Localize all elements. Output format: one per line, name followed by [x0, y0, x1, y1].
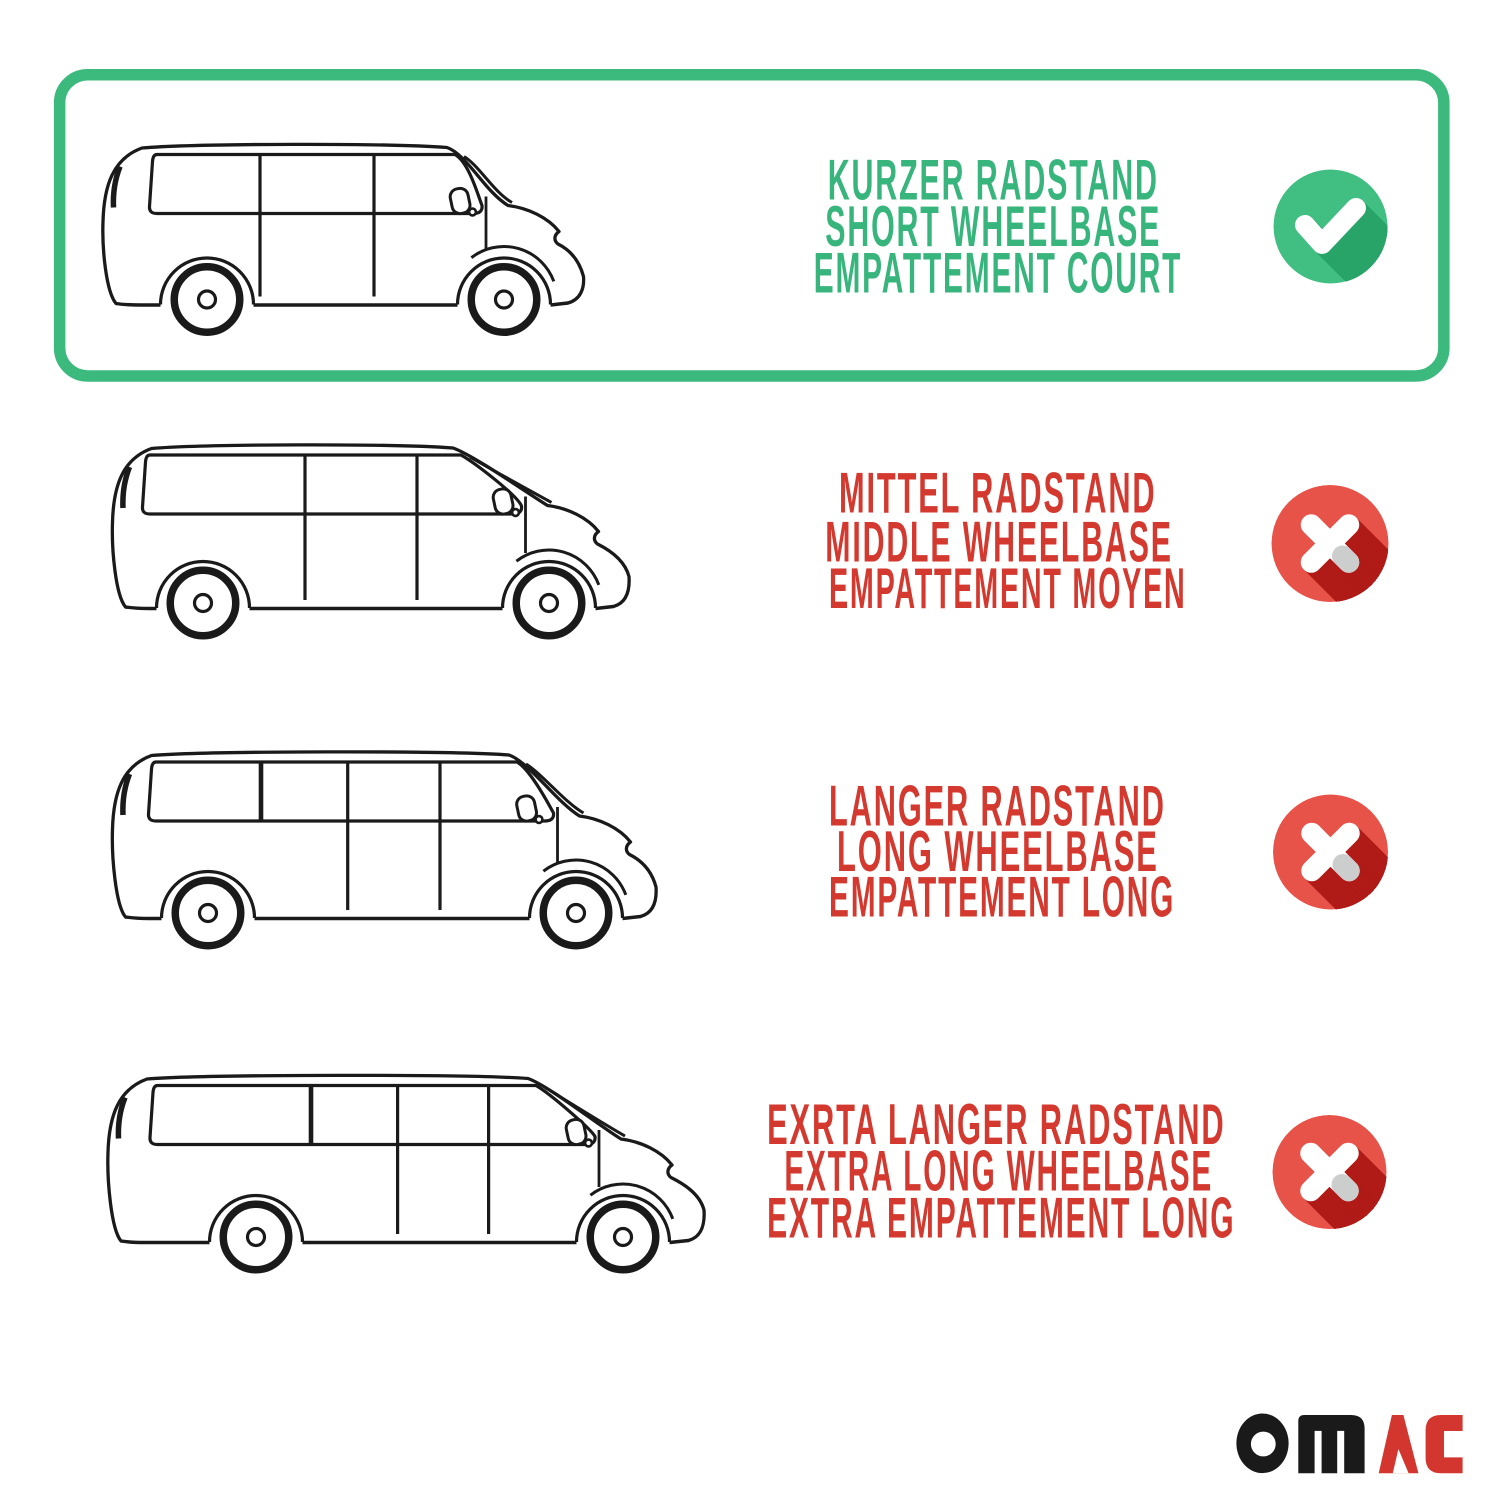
- svg-text:MIDDLE WHEELBASE: MIDDLE WHEELBASE: [825, 510, 1173, 574]
- svg-text:LONG WHEELBASE: LONG WHEELBASE: [837, 820, 1159, 884]
- svg-text:MITTEL RADSTAND: MITTEL RADSTAND: [839, 461, 1157, 525]
- svg-text:EXTRA LONG WHEELBASE: EXTRA LONG WHEELBASE: [784, 1140, 1213, 1204]
- svg-text:EMPATTEMENT LONG: EMPATTEMENT LONG: [829, 865, 1175, 929]
- svg-text:EMPATTEMENT MOYEN: EMPATTEMENT MOYEN: [829, 557, 1187, 621]
- svg-text:EXRTA LANGER RADSTAND: EXRTA LANGER RADSTAND: [767, 1093, 1225, 1157]
- svg-text:KURZER RADSTAND: KURZER RADSTAND: [828, 148, 1159, 212]
- svg-text:SHORT WHEELBASE: SHORT WHEELBASE: [825, 195, 1161, 259]
- svg-text:LANGER RADSTAND: LANGER RADSTAND: [829, 774, 1166, 838]
- svg-text:EXTRA EMPATTEMENT LONG: EXTRA EMPATTEMENT LONG: [767, 1187, 1235, 1251]
- svg-text:EMPATTEMENT COURT: EMPATTEMENT COURT: [814, 242, 1182, 306]
